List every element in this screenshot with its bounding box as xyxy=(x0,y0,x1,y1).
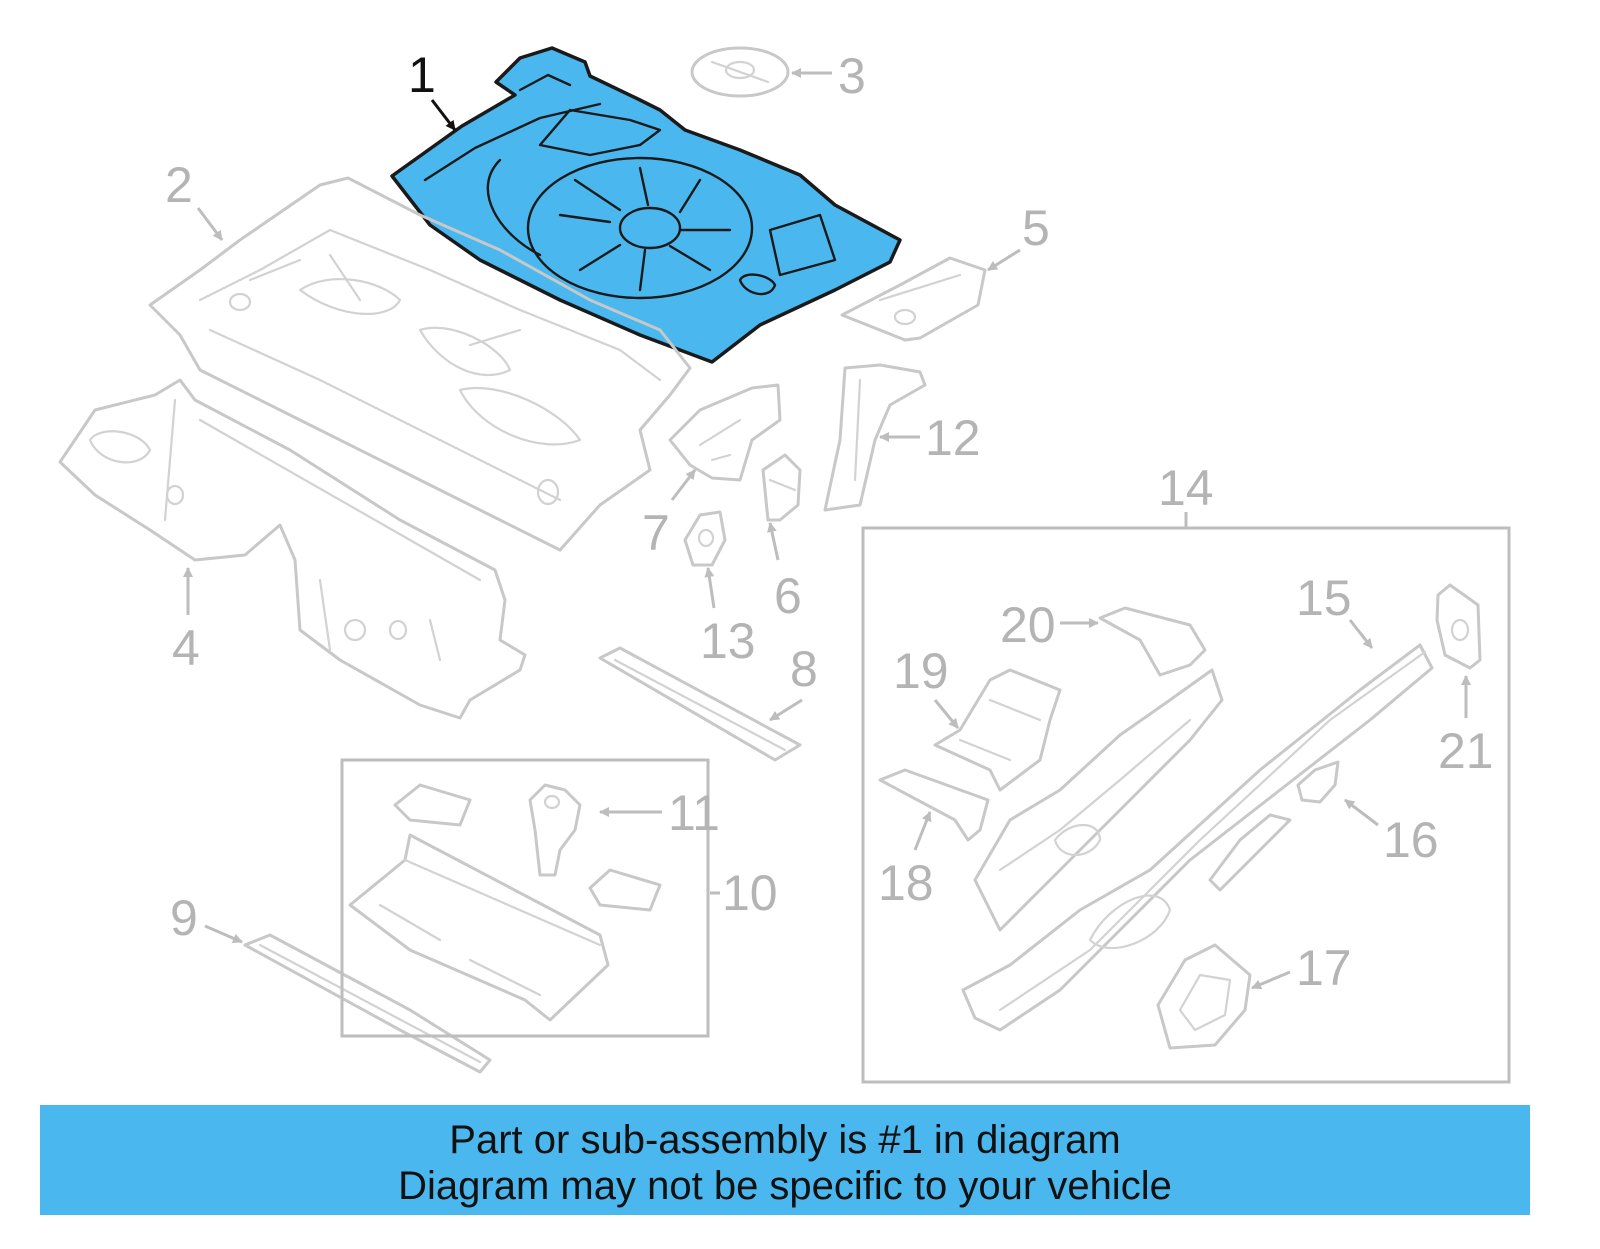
part-16-bracket[interactable] xyxy=(1208,760,1340,892)
callout-21: 21 xyxy=(1438,723,1494,779)
part-12-pillar[interactable] xyxy=(823,363,927,512)
group-10-box xyxy=(340,758,710,1038)
part-1-rear-floor-pan[interactable] xyxy=(390,46,902,364)
part-6-bracket[interactable] xyxy=(761,453,802,522)
callout-14: 14 xyxy=(1158,460,1214,516)
part-18-bracket[interactable] xyxy=(878,768,990,842)
part-4-floor-section[interactable] xyxy=(58,378,527,720)
part-21-bracket[interactable] xyxy=(1435,583,1482,670)
part-17-panel[interactable] xyxy=(1156,943,1252,1050)
part-5-bracket[interactable] xyxy=(840,256,987,342)
part-3-cover[interactable] xyxy=(690,46,790,98)
callout-3: 3 xyxy=(838,48,866,104)
banner-line-2: Diagram may not be specific to your vehi… xyxy=(398,1164,1172,1208)
callout-7: 7 xyxy=(642,505,670,561)
callout-13: 13 xyxy=(700,613,756,669)
part-8-rail[interactable] xyxy=(598,646,802,762)
callout-12: 12 xyxy=(925,410,981,466)
callout-19: 19 xyxy=(893,643,949,699)
part-13-bracket[interactable] xyxy=(683,510,727,567)
info-banner: Part or sub-assembly is #1 in diagram Di… xyxy=(40,1105,1530,1215)
callout-17: 17 xyxy=(1296,940,1352,996)
part-20-bracket[interactable] xyxy=(1098,606,1207,677)
callout-4: 4 xyxy=(172,620,200,676)
part-9-rail[interactable] xyxy=(243,933,492,1074)
part-19-bracket[interactable] xyxy=(933,668,1062,792)
callout-6: 6 xyxy=(774,568,802,624)
leader-lines xyxy=(183,68,1471,990)
part-10-crossmember[interactable] xyxy=(348,783,662,1022)
callout-20: 20 xyxy=(1000,597,1056,653)
callout-5: 5 xyxy=(1022,200,1050,256)
callout-16: 16 xyxy=(1383,812,1439,868)
callout-labels: 1 2 3 4 5 6 7 8 9 10 11 12 13 14 15 16 1… xyxy=(165,47,1494,996)
part-11-bracket[interactable] xyxy=(528,783,582,877)
callout-1: 1 xyxy=(408,47,436,103)
callout-15: 15 xyxy=(1296,570,1352,626)
callout-10: 10 xyxy=(722,865,778,921)
callout-9: 9 xyxy=(170,890,198,946)
part-2-floor-assembly[interactable] xyxy=(148,176,692,552)
callout-18: 18 xyxy=(878,855,934,911)
part-15-side-member[interactable] xyxy=(961,643,1434,1032)
callout-8: 8 xyxy=(790,641,818,697)
callout-2: 2 xyxy=(165,157,193,213)
callout-11: 11 xyxy=(668,785,720,841)
banner-line-1: Part or sub-assembly is #1 in diagram xyxy=(449,1118,1121,1162)
part-14-side-member-inner[interactable] xyxy=(973,668,1224,932)
part-7-bracket[interactable] xyxy=(668,383,782,482)
